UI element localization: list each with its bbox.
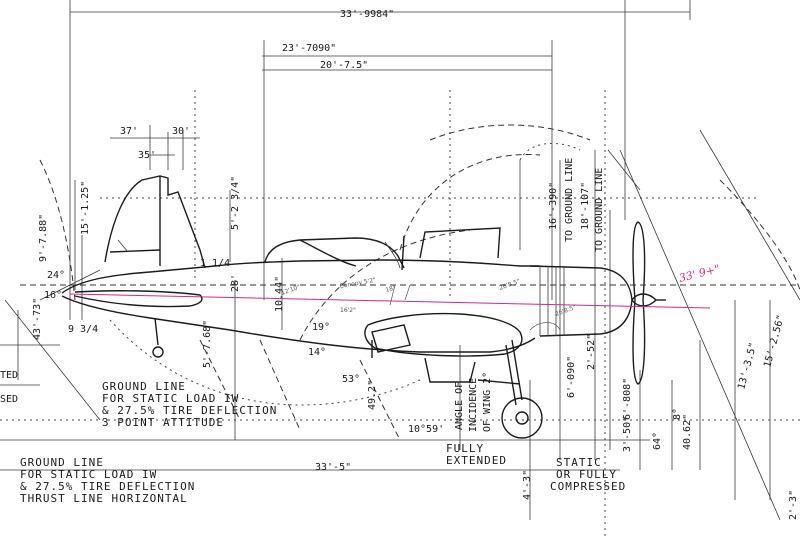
dim-length-b: 20'-7.5" [320, 60, 368, 71]
note-ground-line-lower-2: FOR STATIC LOAD IW [20, 468, 157, 481]
dim-64: 64° [652, 432, 663, 450]
dim-49-2: 49.2" [367, 380, 378, 410]
dim-angle-16: 16° [44, 290, 62, 301]
dim-ground-line-label2: TO GROUND LINE [594, 168, 605, 252]
dim-height-5-2-3-4: 5'-2 3/4" [230, 176, 241, 230]
dimension-labels: 33'-9984" 23'-7090" 20'-7.5" 37' 30' 35'… [32, 9, 799, 520]
dim-ground-line-label: TO GROUND LINE [564, 158, 575, 242]
dim-height-9-788: 9'-7.88" [38, 214, 49, 262]
dim-2-52: 2'-52" [586, 334, 597, 370]
canopy [264, 237, 405, 269]
dim-19: 19° [312, 322, 330, 333]
dim-height-15-125: 15'-1.25" [80, 181, 91, 235]
label: 26'8.5" [554, 304, 577, 318]
dim-33-5: 33'-5" [315, 462, 351, 473]
label: Canopy 5'2" [339, 277, 377, 290]
note-angle-incidence-2: INCIDENCE [468, 378, 479, 432]
note-ground-line-upper-1: GROUND LINE [102, 380, 186, 393]
label: 16'2" [340, 307, 356, 314]
fuselage-upper [61, 259, 540, 294]
vertical-stabilizer [104, 175, 206, 269]
propeller [632, 221, 646, 385]
dim-tail-30: 30' [172, 126, 190, 137]
note-angle-incidence-3: OF WING 2° [482, 372, 493, 432]
dim-4-3: 4'-3" [522, 470, 533, 500]
dim-8: 8° [672, 408, 683, 420]
main-gear-strut [511, 339, 523, 401]
dim-40-62: 40.62" [682, 414, 693, 450]
dim-6-090: 6'-090" [566, 356, 577, 398]
dim-overall-length: 33'-9984" [340, 9, 394, 20]
aircraft-outline [61, 175, 666, 439]
dim-height-18-107: 18'-107" [580, 182, 591, 230]
thrust-line [69, 293, 711, 309]
note-fully-extended-2: EXTENDED [446, 454, 507, 467]
dim-43-73: 43'-73" [32, 298, 43, 340]
note-fully-extended-1: FULLY [446, 442, 484, 455]
horizontal-stabilizer [74, 290, 203, 308]
dim-angle-1-1-4: 1 1/4 [200, 258, 230, 269]
dim-15-256: 15'-2.56" [762, 314, 787, 369]
dim-height-16-390: 16'-390" [548, 182, 559, 230]
note-ground-line-upper-3: & 27.5% TIRE DEFLECTION [102, 404, 277, 417]
tail-wheel [154, 317, 159, 346]
dim-10-59: 10°59' [408, 424, 444, 435]
dim-angle-24: 24° [47, 270, 65, 281]
dim-tail-37: 37' [120, 126, 138, 137]
notes: TED SED GROUND LINE FOR STATIC LOAD IW &… [0, 370, 626, 505]
note-left-edge-upper: TED [0, 370, 18, 381]
note-ground-line-lower-3: & 27.5% TIRE DEFLECTION [20, 480, 195, 493]
note-angle-incidence-1: ANGLE OF [454, 382, 465, 430]
engine-cowling [529, 265, 633, 337]
dim-53: 53° [342, 374, 360, 385]
dim-length-a: 23'-7090" [282, 43, 336, 54]
label: 18' [385, 285, 396, 294]
note-ground-line-lower-4: THRUST LINE HORIZONTAL [20, 492, 188, 505]
wing [364, 312, 523, 357]
dim-57-68: 5'-7.68" [202, 320, 213, 368]
note-static-compressed-3: COMPRESSED [550, 480, 626, 493]
note-left-edge-lower: SED [0, 394, 18, 405]
main-wheel [501, 397, 543, 439]
dim-28: 28' [230, 274, 241, 292]
note-ground-line-lower-1: GROUND LINE [20, 456, 104, 469]
dim-10-44: 10.44" [274, 276, 285, 312]
length-annotation: 33' 9+" [678, 262, 722, 285]
dim-2-3: 2'-3" [788, 490, 799, 520]
note-static-compressed-1: STATIC [556, 456, 602, 469]
label: 26'8.5" [498, 278, 521, 292]
note-ground-line-upper-2: FOR STATIC LOAD IW [102, 392, 239, 405]
dim-6-808: 6'-808" [622, 378, 633, 420]
dim-tail-35: 35' [138, 150, 156, 161]
dim-angle-9-3-4: 9 3/4 [68, 324, 98, 335]
note-static-compressed-2: OR FULLY [556, 468, 617, 481]
dim-13-35: 13'-3.5" [736, 341, 759, 390]
note-ground-line-upper-4: 3 POINT ATTITUDE [102, 416, 224, 429]
dim-3-50: 3'-50" [622, 416, 633, 452]
dim-14: 14° [308, 347, 326, 358]
dimension-lines [0, 0, 800, 521]
